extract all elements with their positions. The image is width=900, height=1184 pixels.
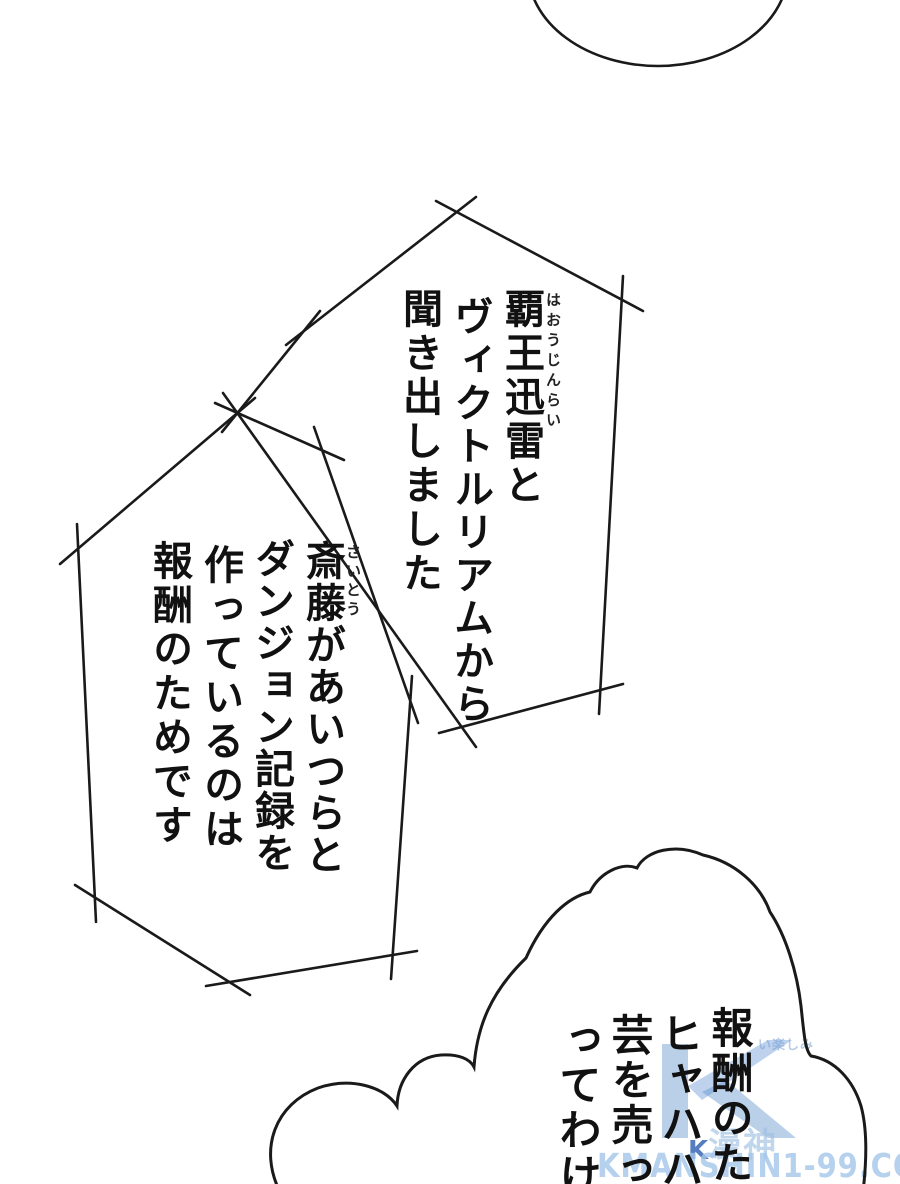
spiky-bubble-left-outline (58, 396, 420, 997)
thought-column: 報酬のた (705, 1006, 754, 1184)
speech-column: 覇王迅雷と (498, 288, 544, 508)
watermark-k-letter: K (688, 1136, 709, 1166)
speech-column: 報酬のためです (146, 540, 192, 848)
watermark-logo-name: K 漫神 (688, 1118, 778, 1166)
thought-column: ヒャハハ (655, 1012, 704, 1184)
watermark-k-logo-icon (662, 1040, 796, 1138)
watermark-cjk-name: 漫神 (708, 1125, 779, 1164)
furigana-column: はおうじんらい (544, 292, 562, 432)
speech-column: 聞き出しました (396, 288, 442, 596)
speech-column: ダンジョン記録を (248, 538, 294, 874)
thought-column: 芸を売っ (605, 1013, 654, 1184)
speech-column: 作っているのは (197, 544, 243, 852)
speech-column: ヴィクトルリアムから (447, 296, 493, 726)
watermark-site-url: KMANSHIN1-99.COM (597, 1146, 900, 1184)
watermark-slogan: い楽しみ (757, 1038, 814, 1053)
furigana-column: さいとう (344, 544, 362, 620)
speech-column: 斎藤があいつらと (299, 540, 345, 876)
top-round-bubble-arc (533, 0, 783, 68)
thought-cloud-outline (269, 847, 868, 1184)
thought-column: ってわけ (553, 1018, 602, 1184)
